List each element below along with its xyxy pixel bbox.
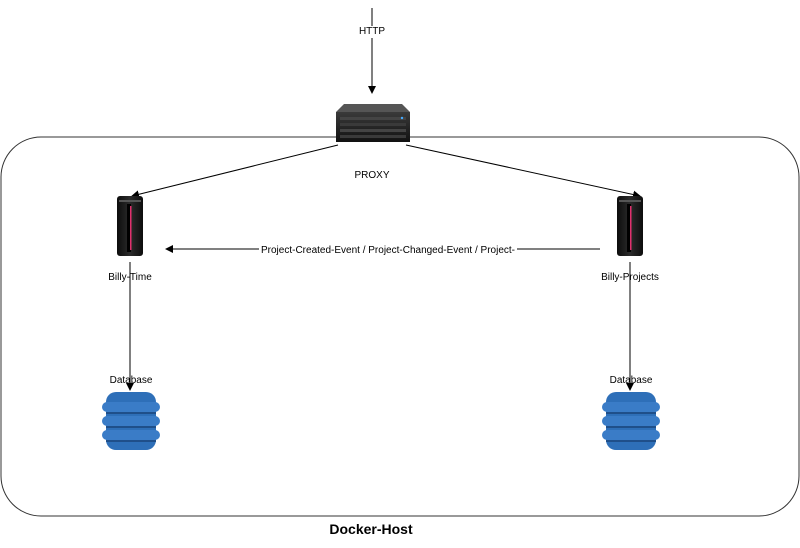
database-left-label: Database — [109, 375, 153, 386]
billy-time-label: Billy-Time — [108, 272, 152, 283]
database-icon — [602, 392, 660, 450]
rack-server-icon — [336, 104, 410, 142]
proxy-to-billy-projects-edge — [405, 144, 641, 199]
billy-projects-label: Billy-Projects — [601, 272, 659, 283]
database-right-label: Database — [609, 375, 653, 386]
http-label: HTTP — [358, 26, 386, 37]
tower-server-icon — [617, 196, 643, 256]
proxy-label: PROXY — [354, 170, 390, 181]
tower-server-icon — [117, 196, 143, 256]
database-icon — [102, 392, 160, 450]
proxy-to-billy-time-edge — [131, 144, 339, 199]
docker-host-container — [0, 136, 800, 517]
docker-host-label: Docker-Host — [329, 521, 413, 537]
event-edge-label: Project-Created-Event / Project-Changed-… — [259, 245, 517, 256]
